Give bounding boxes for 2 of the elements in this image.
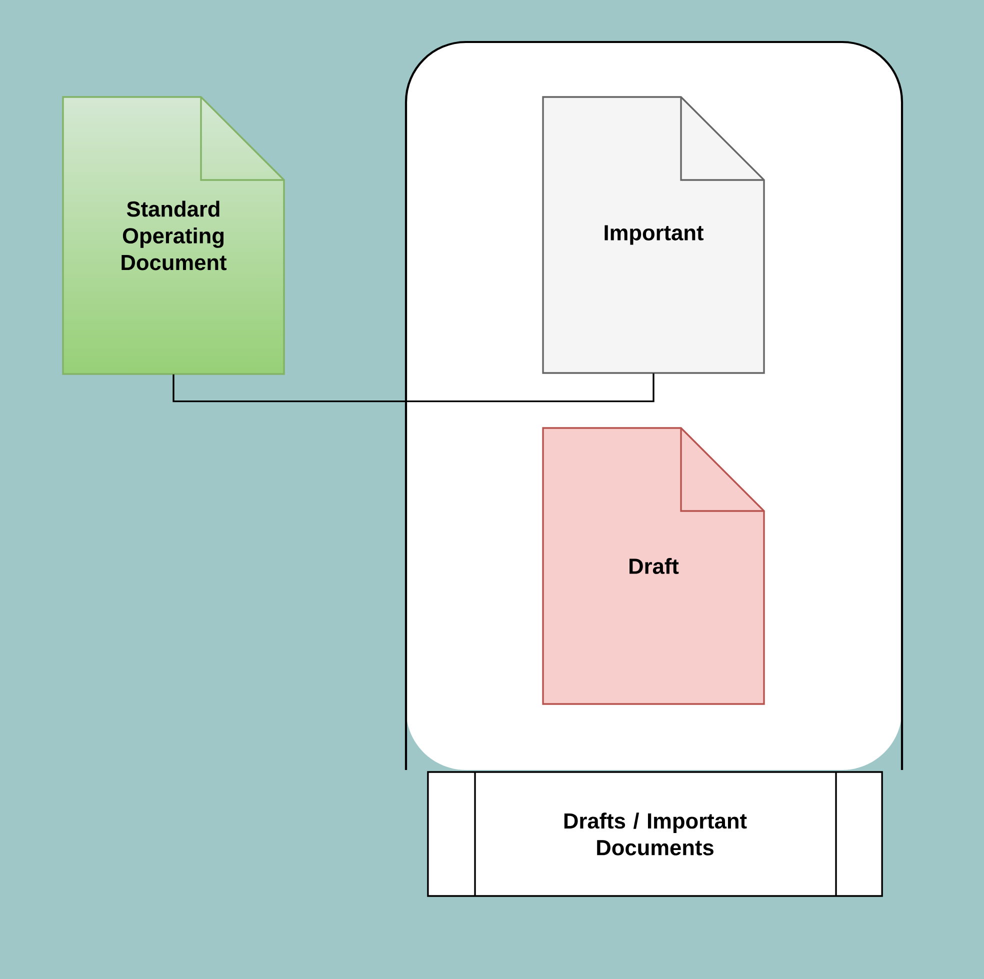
process-box: Drafts / Important Documents — [427, 771, 883, 897]
connector-line — [172, 373, 654, 402]
